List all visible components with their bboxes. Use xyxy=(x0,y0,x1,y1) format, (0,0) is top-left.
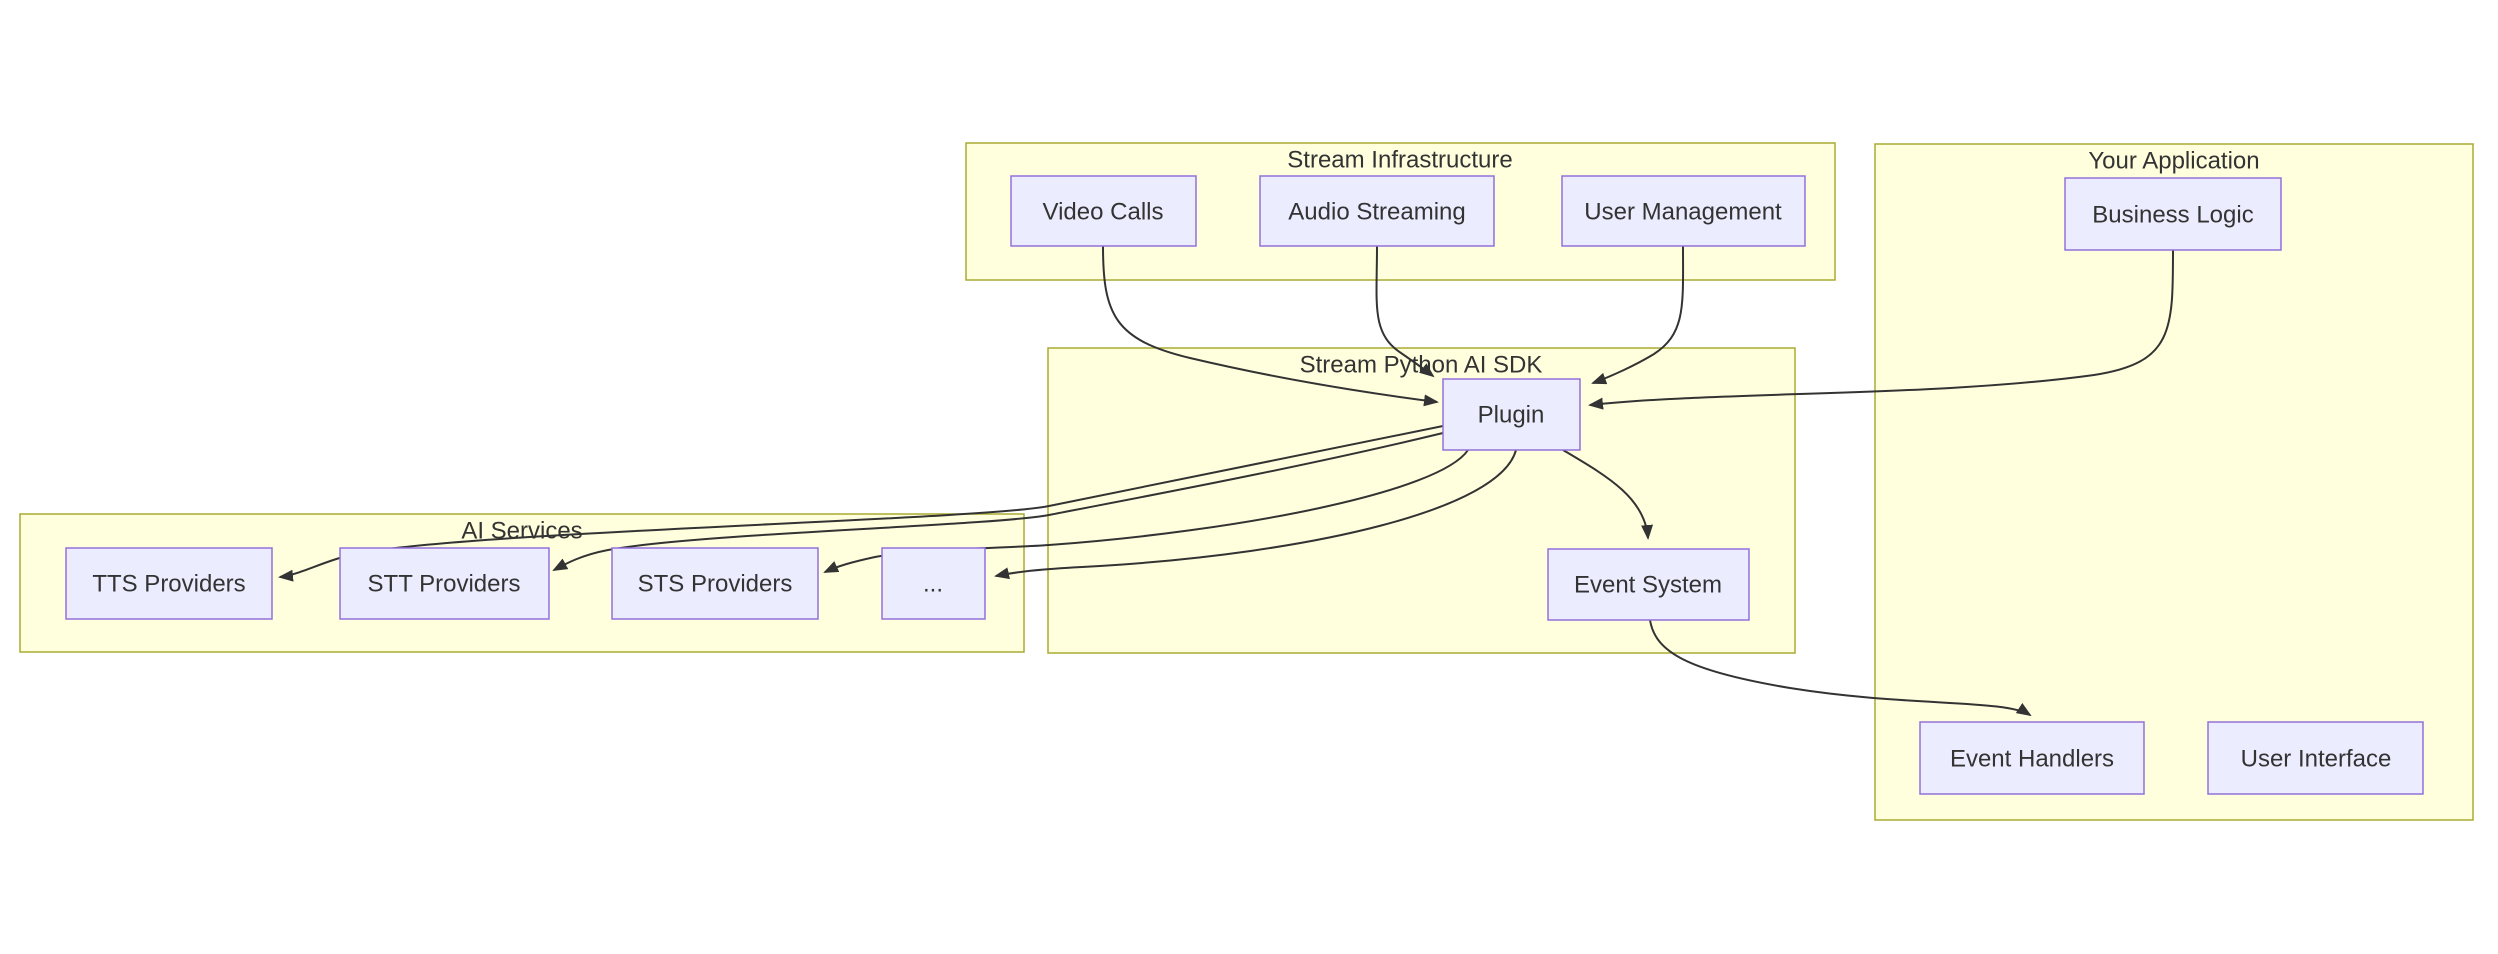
node-more-providers-box xyxy=(881,547,986,620)
node-audio-streaming-box xyxy=(1259,175,1495,247)
cluster-your-application: Your Application xyxy=(1874,143,2474,821)
node-sts-providers: STS Providers xyxy=(611,547,819,620)
edge-audio-streaming-to-plugin xyxy=(1375,245,1435,378)
edge-event-system-to-event-handlers xyxy=(1649,619,2032,717)
node-stt-providers-label: STT Providers xyxy=(368,570,521,597)
edge-layer xyxy=(278,245,2174,717)
node-user-management: User Management xyxy=(1561,175,1806,247)
node-user-management-label: User Management xyxy=(1584,198,1782,225)
edge-plugin-to-sts-providers xyxy=(823,449,1469,573)
node-plugin-label: Plugin xyxy=(1478,401,1545,428)
node-business-logic-box xyxy=(2064,177,2282,251)
node-event-handlers-label: Event Handlers xyxy=(1950,745,2114,772)
cluster-your-application-title: Your Application xyxy=(2088,147,2259,174)
edge-video-calls-to-plugin xyxy=(1102,245,1439,407)
node-user-interface: User Interface xyxy=(2207,721,2424,795)
node-event-system-box xyxy=(1547,548,1750,621)
node-tts-providers: TTS Providers xyxy=(65,547,273,620)
node-business-logic: Business Logic xyxy=(2064,177,2282,251)
node-business-logic-label: Business Logic xyxy=(2092,201,2253,228)
edge-plugin-to-more-providers xyxy=(994,449,1517,580)
node-video-calls-label: Video Calls xyxy=(1043,198,1164,225)
node-event-handlers: Event Handlers xyxy=(1919,721,2145,795)
cluster-your-application-box xyxy=(1874,143,2474,821)
node-stt-providers: STT Providers xyxy=(339,547,550,620)
node-plugin-box xyxy=(1442,378,1581,451)
node-user-interface-box xyxy=(2207,721,2424,795)
node-sts-providers-box xyxy=(611,547,819,620)
cluster-stream-infrastructure-title: Stream Infrastructure xyxy=(1287,146,1512,173)
node-more-providers-label: ... xyxy=(923,570,943,597)
edge-plugin-to-stt-providers xyxy=(552,432,1444,571)
node-stt-providers-box xyxy=(339,547,550,620)
node-more-providers: ... xyxy=(881,547,986,620)
edge-user-management-to-plugin xyxy=(1591,245,1685,385)
edge-plugin-to-event-system xyxy=(1562,449,1654,540)
node-event-handlers-box xyxy=(1919,721,2145,795)
node-video-calls: Video Calls xyxy=(1010,175,1197,247)
node-event-system: Event System xyxy=(1547,548,1750,621)
node-tts-providers-box xyxy=(65,547,273,620)
node-sts-providers-label: STS Providers xyxy=(638,570,793,597)
node-user-management-box xyxy=(1561,175,1806,247)
node-plugin: Plugin xyxy=(1442,378,1581,451)
node-event-system-label: Event System xyxy=(1574,571,1722,598)
node-video-calls-box xyxy=(1010,175,1197,247)
node-audio-streaming: Audio Streaming xyxy=(1259,175,1495,247)
node-user-interface-label: User Interface xyxy=(2241,745,2392,772)
node-audio-streaming-label: Audio Streaming xyxy=(1288,198,1465,225)
node-tts-providers-label: TTS Providers xyxy=(92,570,245,597)
edge-business-logic-to-plugin xyxy=(1588,249,2174,410)
cluster-stream-python-ai-sdk-title: Stream Python AI SDK xyxy=(1300,351,1543,378)
